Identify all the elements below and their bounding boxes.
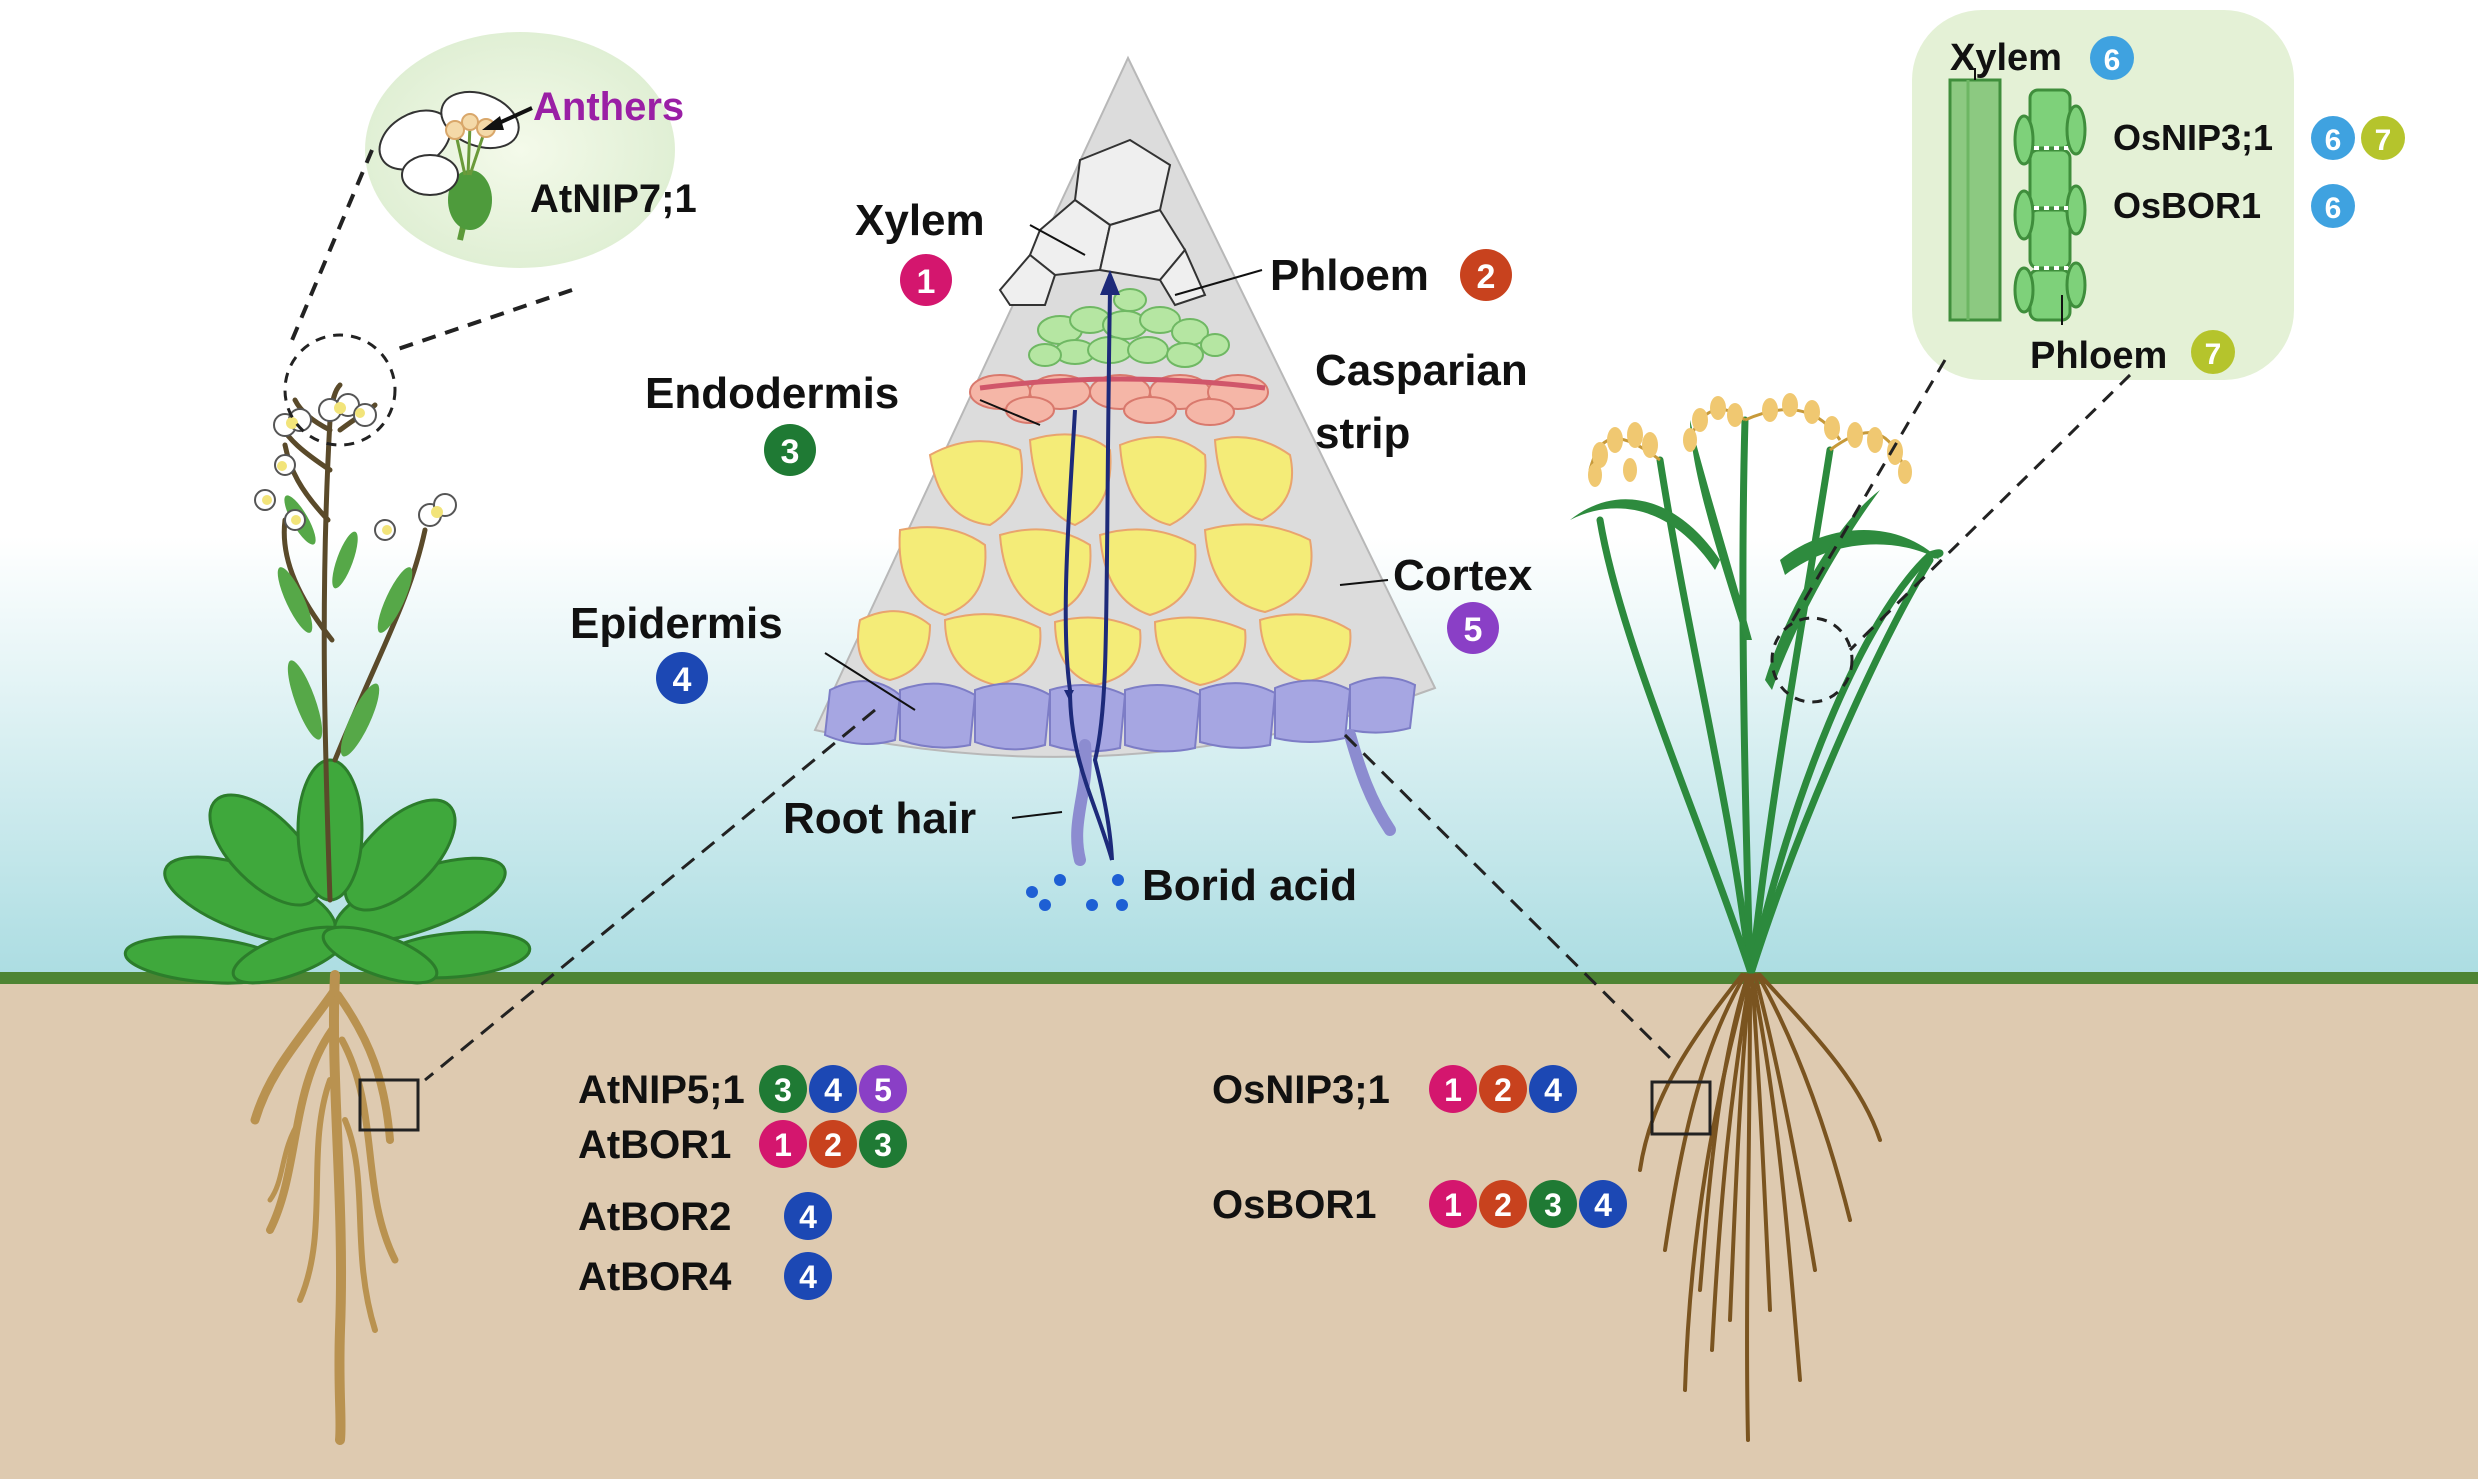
svg-text:4: 4 [1594,1187,1612,1223]
svg-text:2: 2 [1494,1187,1512,1223]
rice-xylem-label: Xylem [1950,37,2062,79]
svg-text:5: 5 [874,1072,892,1108]
epidermis-site-badge: 4 [656,652,708,704]
site-badge-2: 2 [809,1120,857,1168]
svg-text:6: 6 [2325,192,2342,225]
cortex-site-badge: 5 [1447,602,1499,654]
site-badge-4: 4 [784,1252,832,1300]
xylem-site-badge: 1 [900,254,952,306]
site-badge-1: 1 [1429,1065,1477,1113]
rice-xylem-vessel [1950,80,2000,320]
rice-osnip31-badge-6: 6 [2311,116,2355,160]
site-badge-4: 4 [809,1065,857,1113]
svg-text:4: 4 [1544,1072,1562,1108]
svg-text:3: 3 [1544,1187,1562,1223]
rice-phloem-cells [2015,90,2085,320]
svg-text:3: 3 [874,1127,892,1163]
rice-phloem-badge: 7 [2191,330,2235,374]
svg-text:4: 4 [824,1072,842,1108]
rice-transporter-name: OsBOR1 [1212,1183,1377,1227]
epidermis-label: Epidermis [570,599,783,648]
arabidopsis-transporter-name: AtBOR2 [578,1195,731,1239]
atnip71-label: AtNIP7;1 [530,177,697,221]
svg-text:6: 6 [2104,44,2121,77]
rice-transporter-name: OsNIP3;1 [1212,1068,1390,1112]
rice-osnip31-badge-7: 7 [2361,116,2405,160]
xylem-label: Xylem [855,196,985,245]
rice-phloem-label: Phloem [2030,335,2167,377]
svg-text:1: 1 [774,1127,792,1163]
svg-text:1: 1 [917,263,936,301]
casparian-label-line1: Casparian [1315,346,1528,395]
svg-text:7: 7 [2205,338,2222,371]
svg-text:4: 4 [799,1259,817,1295]
svg-text:2: 2 [1494,1072,1512,1108]
svg-text:2: 2 [824,1127,842,1163]
rice-osbor1-label: OsBOR1 [2113,185,2261,226]
site-badge-4: 4 [1529,1065,1577,1113]
rice-xylem-badge: 6 [2090,36,2134,80]
borid-acid-label: Borid acid [1142,861,1357,910]
arabidopsis-transporter-row: AtBOR2 4 [578,1192,832,1240]
svg-text:3: 3 [774,1072,792,1108]
site-badge-2: 2 [1479,1180,1527,1228]
cortex-label: Cortex [1393,551,1533,600]
arabidopsis-transporter-name: AtNIP5;1 [578,1068,745,1112]
site-badge-3: 3 [1529,1180,1577,1228]
svg-text:4: 4 [799,1199,817,1235]
svg-text:4: 4 [673,661,692,699]
svg-text:6: 6 [2325,124,2342,157]
arabidopsis-transporter-name: AtBOR1 [578,1123,731,1167]
root-hair-label: Root hair [783,794,976,843]
phloem-site-badge: 2 [1460,249,1512,301]
svg-text:1: 1 [1444,1187,1462,1223]
casparian-label-line2: strip [1315,409,1410,458]
site-badge-1: 1 [1429,1180,1477,1228]
arabidopsis-transporter-row: AtBOR4 4 [578,1252,832,1300]
endodermis-label: Endodermis [645,369,899,418]
svg-text:2: 2 [1477,258,1496,296]
site-badge-1: 1 [759,1120,807,1168]
svg-text:7: 7 [2375,124,2392,157]
rice-osnip31-label: OsNIP3;1 [2113,117,2273,158]
svg-text:1: 1 [1444,1072,1462,1108]
anthers-label: Anthers [533,85,684,129]
arabidopsis-transporter-name: AtBOR4 [578,1255,732,1299]
site-badge-5: 5 [859,1065,907,1113]
site-badge-4: 4 [784,1192,832,1240]
endodermis-site-badge: 3 [764,424,816,476]
rice-osbor1-badge-6: 6 [2311,184,2355,228]
svg-text:3: 3 [781,433,800,471]
site-badge-3: 3 [759,1065,807,1113]
site-badge-2: 2 [1479,1065,1527,1113]
site-badge-3: 3 [859,1120,907,1168]
site-badge-4: 4 [1579,1180,1627,1228]
phloem-label: Phloem [1270,251,1429,300]
svg-text:5: 5 [1464,611,1483,649]
